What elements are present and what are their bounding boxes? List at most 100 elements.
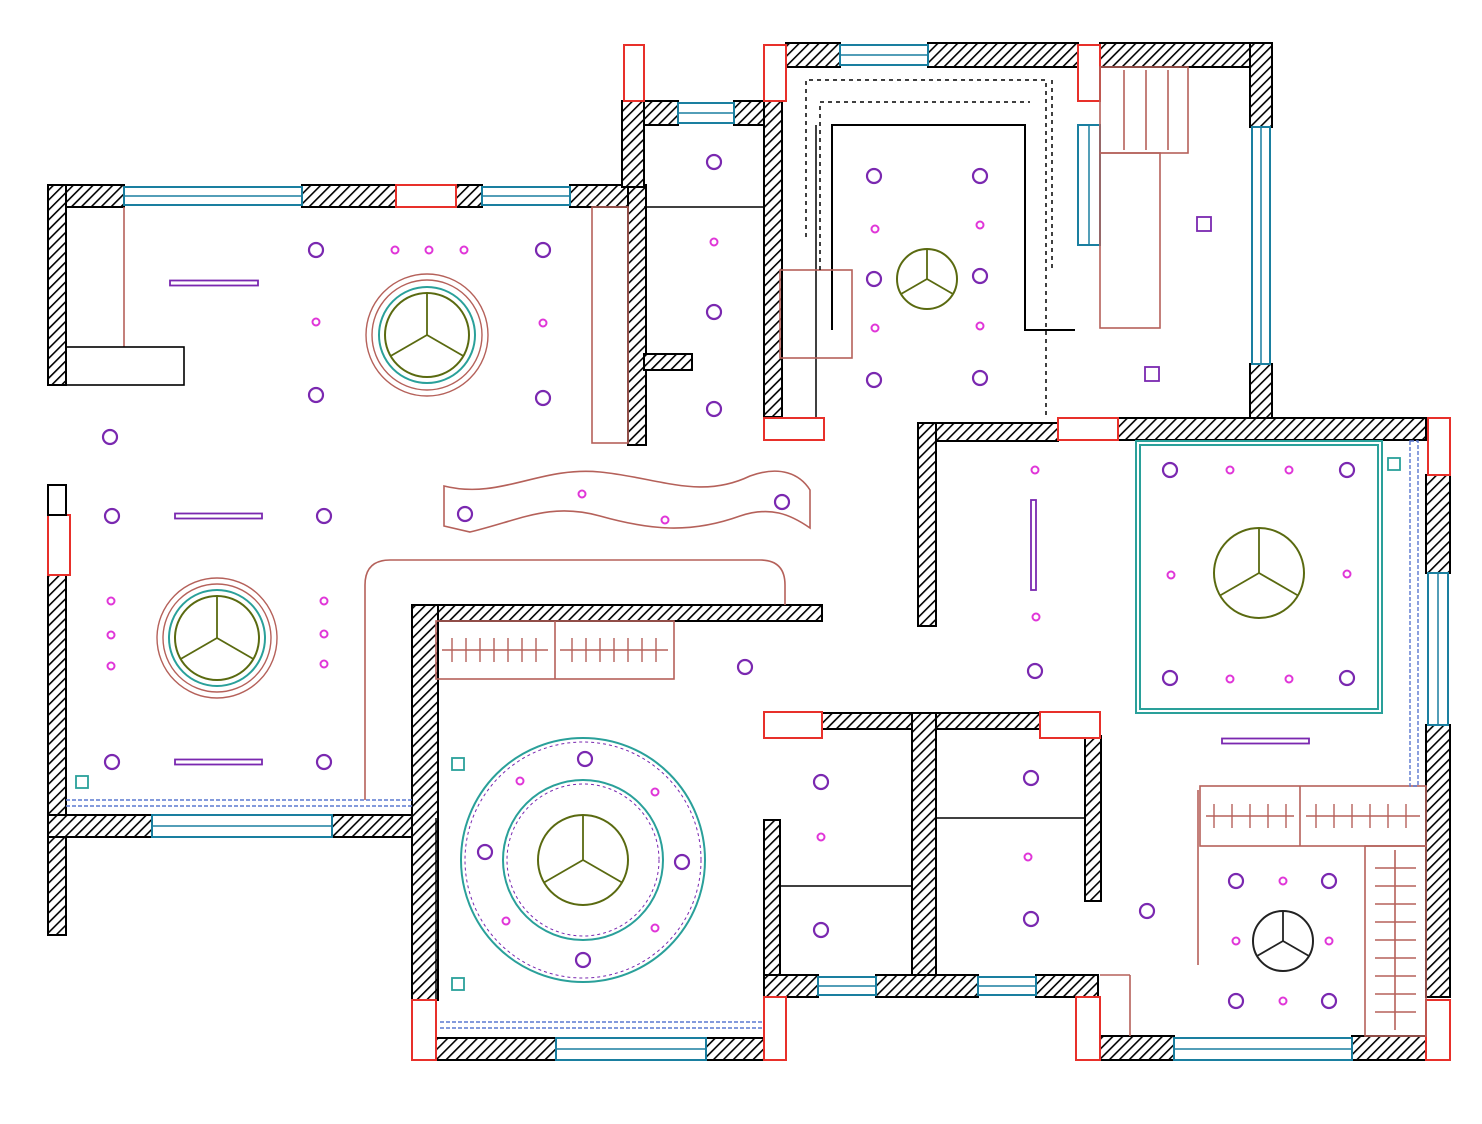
downlight-icon — [307, 241, 325, 259]
downlight-icon — [865, 371, 883, 389]
spotlight-icon — [1324, 936, 1334, 946]
spotlight-icon — [1278, 876, 1288, 886]
spotlight-icon — [106, 661, 116, 671]
spotlight-icon — [515, 776, 525, 786]
ceiling-edges — [66, 440, 1419, 1029]
square-light-icon — [451, 977, 465, 991]
spotlight-icon — [1166, 570, 1176, 580]
downlight-icon — [773, 493, 791, 511]
spotlight-icon — [538, 318, 548, 328]
square-light-icon — [1196, 216, 1212, 232]
linear-light-icon — [169, 279, 259, 287]
downlight-icon — [1161, 461, 1179, 479]
ceiling-dash-lines — [805, 79, 1053, 418]
downlight-icon — [476, 843, 494, 861]
spotlight-icon — [1030, 465, 1040, 475]
ceiling-fan-icon — [537, 814, 629, 906]
ceiling-medallions — [156, 273, 706, 983]
downlight-icon — [971, 369, 989, 387]
downlight-icon — [456, 505, 474, 523]
spotlight-icon — [1031, 612, 1041, 622]
ceiling-fan-icon — [174, 595, 260, 681]
hanger-ticks — [451, 638, 1416, 1013]
spotlight-icon — [319, 596, 329, 606]
downlight-icon — [1227, 992, 1245, 1010]
square-light-icon — [451, 757, 465, 771]
ceiling-fan-icon — [1213, 527, 1305, 619]
walls — [47, 42, 1451, 1061]
square-light-icon — [1144, 366, 1160, 382]
spotlight-icon — [975, 321, 985, 331]
spotlight-icon — [650, 923, 660, 933]
spotlight-icon — [1231, 936, 1241, 946]
spotlight-icon — [501, 916, 511, 926]
downlight-icon — [534, 241, 552, 259]
spotlight-icon — [816, 832, 826, 842]
downlight-icon — [971, 167, 989, 185]
downlight-icon — [865, 270, 883, 288]
furniture — [65, 66, 1427, 1037]
spotlight-icon — [577, 489, 587, 499]
spotlight-icon — [870, 224, 880, 234]
spotlight-icon — [390, 245, 400, 255]
square-light-icon — [1387, 457, 1401, 471]
downlight-icon — [971, 267, 989, 285]
downlight-icon — [1320, 992, 1338, 1010]
linear-light-icon — [174, 512, 263, 520]
linear-light-icon — [1221, 737, 1310, 745]
spotlight-icon — [319, 629, 329, 639]
downlight-icon — [315, 753, 333, 771]
downlight-icon — [1320, 872, 1338, 890]
downlight-icon — [705, 303, 723, 321]
spotlight-icon — [106, 596, 116, 606]
ceiling-fans — [174, 248, 1314, 972]
spotlight-icon — [1225, 465, 1235, 475]
spotlight-icon — [1342, 569, 1352, 579]
spotlight-icon — [106, 630, 116, 640]
spotlight-icon — [319, 659, 329, 669]
downlight-icon — [103, 507, 121, 525]
spotlight-icon — [650, 787, 660, 797]
downlight-icon — [103, 753, 121, 771]
downlight-icon — [1338, 669, 1356, 687]
downlight-icon — [1026, 662, 1044, 680]
spotlight-icon — [660, 515, 670, 525]
downlight-icon — [673, 853, 691, 871]
downlight-icon — [307, 386, 325, 404]
downlight-icon — [812, 773, 830, 791]
spotlight-icon — [709, 237, 719, 247]
ceiling-fan-icon — [1252, 910, 1314, 972]
downlight-icon — [315, 507, 333, 525]
spotlight-icon — [1023, 852, 1033, 862]
ceiling-fan-icon — [896, 248, 958, 310]
interior-lines — [435, 124, 1086, 1000]
linear-light-icon — [1030, 499, 1037, 591]
spotlight-icon — [1284, 674, 1294, 684]
downlight-icon — [1022, 910, 1040, 928]
windows — [123, 44, 1449, 1061]
lights — [75, 153, 1401, 1010]
square-light-icon — [75, 775, 89, 789]
downlight-icon — [705, 400, 723, 418]
downlight-icon — [736, 658, 754, 676]
ceiling-fan-icon — [384, 292, 470, 378]
downlight-icon — [1227, 872, 1245, 890]
spotlight-icon — [1278, 996, 1288, 1006]
spotlight-icon — [1225, 674, 1235, 684]
spotlight-icon — [424, 245, 434, 255]
downlight-icon — [1138, 902, 1156, 920]
downlight-icon — [101, 428, 119, 446]
downlight-icon — [812, 921, 830, 939]
downlight-icon — [1338, 461, 1356, 479]
spotlight-icon — [459, 245, 469, 255]
spotlight-icon — [311, 317, 321, 327]
openings — [47, 44, 1451, 1061]
downlight-icon — [574, 951, 592, 969]
downlight-icon — [1161, 669, 1179, 687]
spotlight-icon — [870, 323, 880, 333]
downlight-icon — [1022, 769, 1040, 787]
downlight-icon — [705, 153, 723, 171]
spotlight-icon — [975, 220, 985, 230]
downlight-icon — [534, 389, 552, 407]
